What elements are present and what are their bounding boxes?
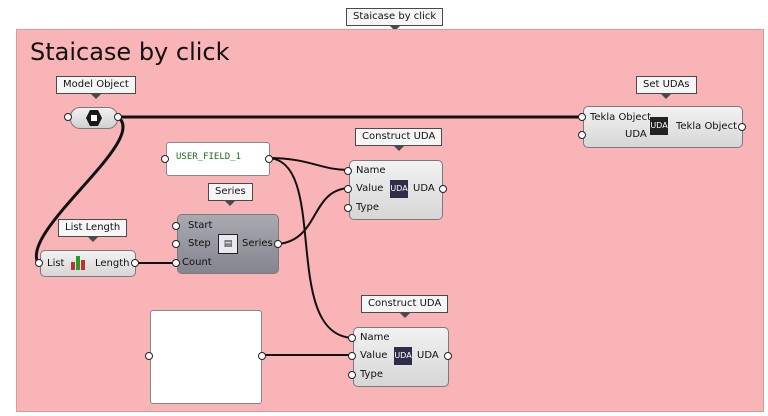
construct-uda-1-input-type[interactable]: Type — [356, 202, 379, 213]
list-length-icon — [69, 254, 87, 272]
group-title: Staicase by click — [30, 38, 230, 66]
model-object-component[interactable] — [70, 107, 118, 129]
construct-uda-1-input-name[interactable]: Name — [356, 165, 386, 176]
construct-uda-1-input-value[interactable]: Value — [356, 183, 384, 194]
construct-uda-1-output-port[interactable] — [439, 185, 447, 193]
series-component[interactable]: Start Step Count ▤ Series — [177, 214, 279, 274]
construct-uda-2-output-uda[interactable]: UDA — [417, 350, 439, 361]
construct-uda-2-input-port-3[interactable] — [348, 371, 356, 379]
series-input-count[interactable]: Count — [182, 257, 212, 268]
set-udas-input-port-2[interactable] — [578, 131, 586, 139]
series-input-port-3[interactable] — [172, 259, 180, 267]
set-udas-input-uda[interactable]: UDA — [625, 129, 647, 140]
series-tag: Series — [208, 183, 253, 206]
series-icon: ▤ — [218, 234, 238, 254]
user-field-panel-output-port[interactable] — [265, 155, 273, 163]
construct-uda-2-tag: Construct UDA — [361, 295, 449, 318]
construct-uda-2-input-type[interactable]: Type — [360, 369, 383, 380]
construct-uda-1-input-port-3[interactable] — [344, 204, 352, 212]
construct-uda-1-output-uda[interactable]: UDA — [413, 183, 435, 194]
list-length-input-port[interactable] — [35, 259, 43, 267]
set-udas-icon: UDA — [650, 117, 668, 135]
model-object-tag: Model Object — [56, 76, 136, 99]
series-input-step[interactable]: Step — [188, 238, 211, 249]
series-input-start[interactable]: Start — [188, 220, 213, 231]
set-udas-tag: Set UDAs — [636, 76, 697, 99]
group-tag: Staicase by click — [346, 8, 444, 31]
construct-uda-2-input-value[interactable]: Value — [360, 350, 388, 361]
construct-uda-2-input-port-1[interactable] — [348, 334, 356, 342]
user-field-panel-text: USER_FIELD_1 — [176, 152, 242, 162]
model-object-input-port[interactable] — [64, 113, 72, 121]
list-length-output-length[interactable]: Length — [95, 258, 130, 269]
construct-uda-2-icon: UDA — [394, 347, 412, 365]
model-object-output-port[interactable] — [114, 113, 122, 121]
series-input-port-2[interactable] — [172, 240, 180, 248]
construct-uda-2-output-port[interactable] — [444, 352, 452, 360]
set-udas-output-port[interactable] — [738, 123, 746, 131]
empty-panel[interactable] — [150, 310, 262, 404]
user-field-panel-input-port[interactable] — [161, 155, 169, 163]
construct-uda-1-input-port-1[interactable] — [344, 167, 352, 175]
list-length-component[interactable]: List Length — [40, 250, 136, 277]
list-length-input-list[interactable]: List — [47, 258, 65, 269]
wire-series-to-value1 — [277, 187, 350, 245]
construct-uda-1-component[interactable]: Name Value Type UDA UDA — [349, 160, 443, 220]
wire-panel-to-name2 — [267, 157, 354, 339]
series-output-port[interactable] — [274, 240, 282, 248]
set-udas-component[interactable]: Tekla Object UDA UDA Tekla Object — [583, 106, 743, 148]
hexagon-inner-icon — [91, 115, 97, 121]
wire-panel-to-name1 — [267, 157, 350, 171]
list-length-tag: List Length — [58, 219, 128, 242]
list-length-output-port[interactable] — [131, 259, 139, 267]
wire-model-to-list — [34, 115, 125, 264]
construct-uda-2-input-name[interactable]: Name — [360, 332, 390, 343]
empty-panel-output-port[interactable] — [258, 352, 266, 360]
construct-uda-2-component[interactable]: Name Value Type UDA UDA — [353, 327, 449, 387]
set-udas-input-tekla-object[interactable]: Tekla Object — [590, 112, 652, 123]
series-input-port-1[interactable] — [172, 222, 180, 230]
construct-uda-1-input-port-2[interactable] — [344, 185, 352, 193]
construct-uda-1-tag: Construct UDA — [355, 128, 443, 151]
set-udas-input-port-1[interactable] — [578, 113, 586, 121]
construct-uda-1-icon: UDA — [390, 180, 408, 198]
series-output[interactable]: Series — [242, 238, 273, 249]
empty-panel-input-port[interactable] — [145, 352, 153, 360]
set-udas-output-tekla-object[interactable]: Tekla Object — [676, 121, 738, 132]
construct-uda-2-input-port-2[interactable] — [348, 352, 356, 360]
